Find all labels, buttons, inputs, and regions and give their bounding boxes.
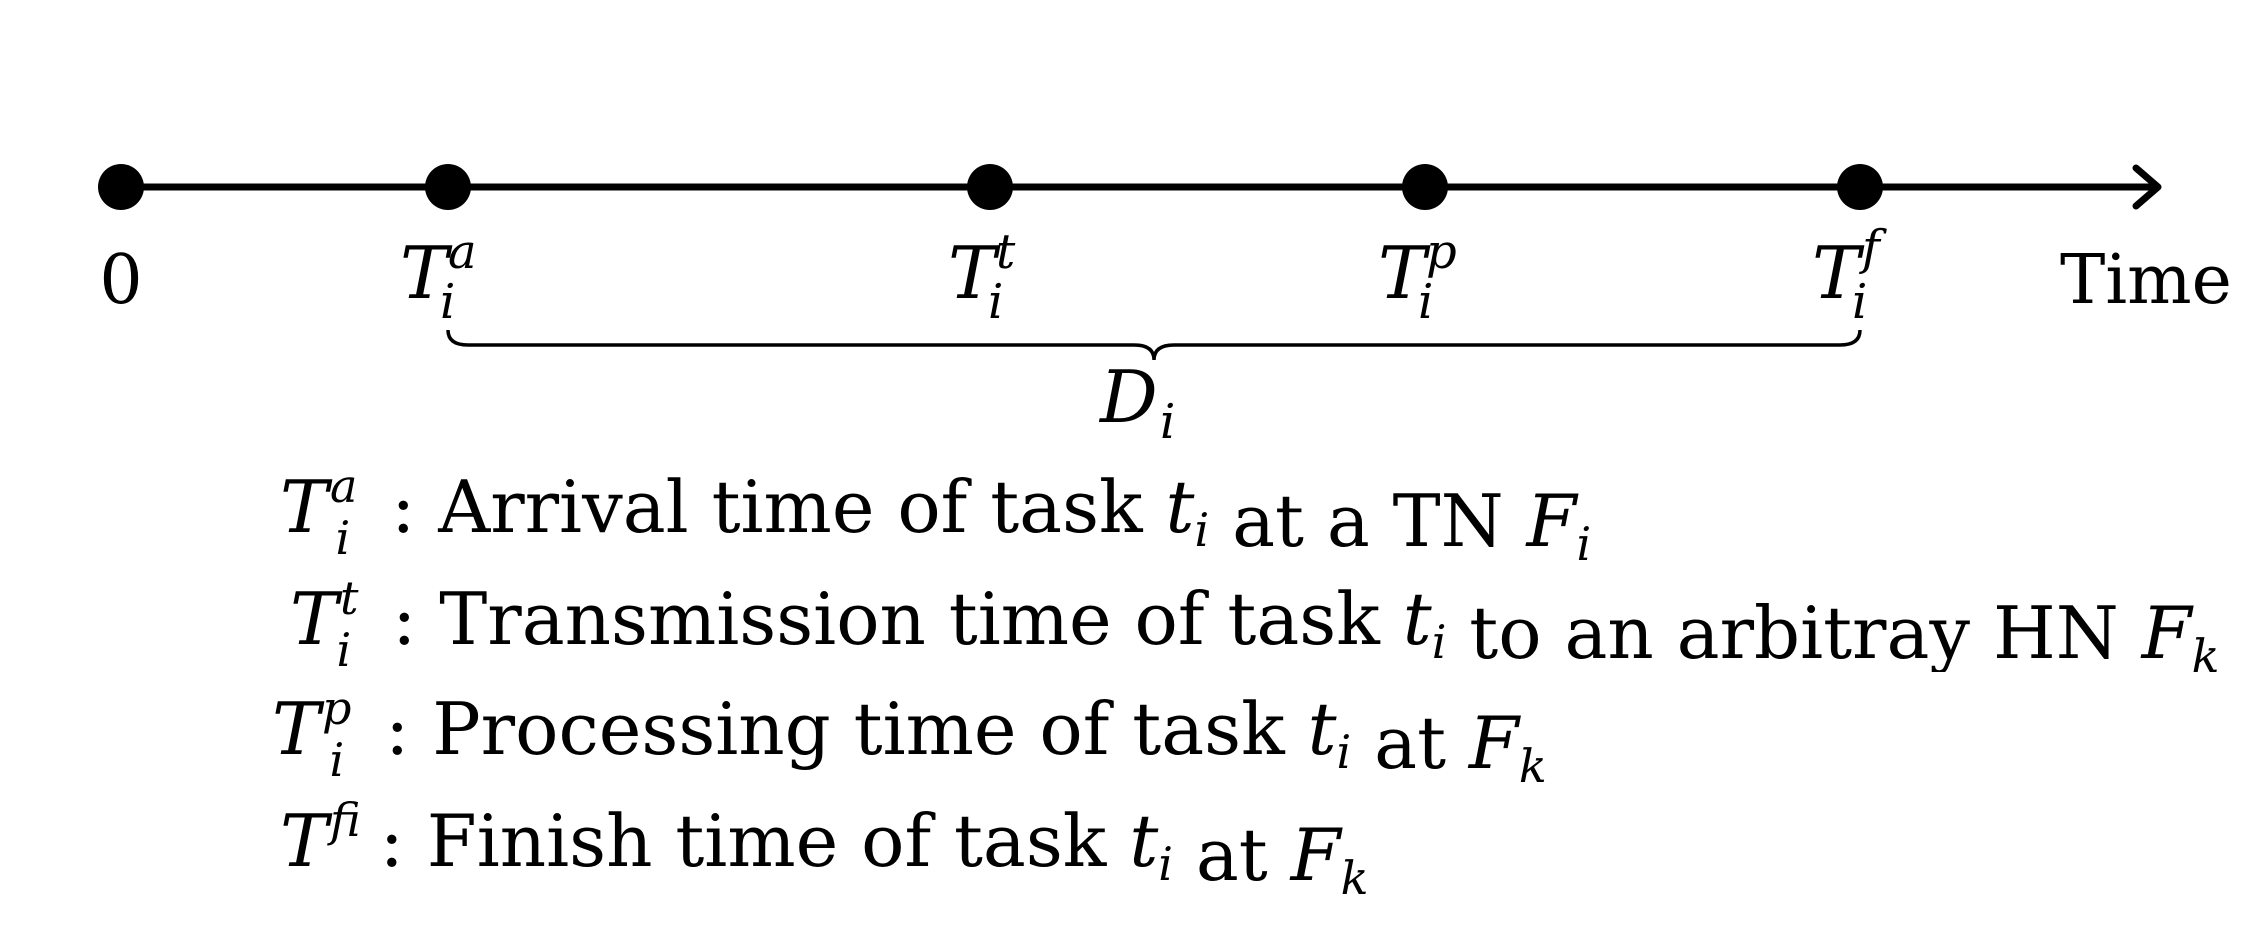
legend-symbol-base: T [280, 465, 333, 549]
legend-separator: : [368, 465, 438, 549]
legend-symbol-sup: t [340, 571, 359, 625]
legend-math-var: t [1403, 577, 1433, 661]
legend-description: to an arbitray HN [1446, 591, 2141, 672]
time-axis-arrowhead [2132, 164, 2162, 210]
transmission-point [967, 164, 1013, 210]
legend-math-sub: i [1158, 837, 1173, 891]
legend-description: Transmission time of task [439, 577, 1402, 661]
legend-math-var: t [1308, 687, 1338, 771]
legend-symbol-base: T [280, 799, 333, 883]
time-axis-label: Time [2060, 241, 2232, 320]
legend-math-var: F [1289, 813, 1344, 894]
legend-symbol-sup: a [330, 459, 357, 513]
duration-brace [446, 329, 1862, 361]
legend-separator: : [357, 799, 427, 883]
legend-description: Processing time of task [432, 687, 1307, 771]
deadline-symbol: Di [1098, 355, 1175, 450]
legend-symbol-base: T [272, 687, 325, 771]
legend-math-sub: i [1337, 725, 1352, 779]
origin-label: 0 [99, 241, 142, 320]
legend-math-var: F [1525, 479, 1580, 560]
legend-symbol-sup: p [322, 681, 351, 735]
origin-point [98, 164, 144, 210]
legend-text-finish: Tfi : Finish time of task ti at Fk [280, 793, 1368, 894]
legend-math-var: F [1467, 701, 1522, 782]
legend-math-sub: i [1194, 503, 1209, 557]
legend-symbol-base: T [290, 577, 343, 661]
processing-point [1402, 164, 1448, 210]
legend-row-finish: Tfi : Finish time of task ti at Fk [280, 793, 1368, 894]
legend-symbol-sub: i [335, 511, 350, 560]
legend-math-sub: k [1341, 851, 1369, 894]
legend-math-sub: i [1432, 615, 1447, 669]
arrival-point [425, 164, 471, 210]
legend-math-var: F [2140, 591, 2195, 672]
legend-symbol-sub: i [337, 623, 352, 672]
legend-description: at a TN [1209, 479, 1526, 560]
legend-description: Arrival time of task [437, 465, 1165, 549]
legend-math-sub: i [1577, 517, 1592, 560]
legend-math-var: t [1129, 799, 1159, 883]
legend-description: at [1173, 813, 1291, 894]
legend-description: at [1351, 701, 1469, 782]
legend-separator: : [362, 687, 432, 771]
finish-point [1837, 164, 1883, 210]
legend-math-var: t [1166, 465, 1196, 549]
legend-separator: : [369, 577, 439, 661]
legend-symbol-sub: i [329, 733, 344, 782]
legend-description: Finish time of task [427, 799, 1130, 883]
legend-math-sub: k [2192, 629, 2220, 672]
legend-symbol-sup: f [327, 793, 361, 847]
legend-math-sub: k [1519, 739, 1547, 782]
